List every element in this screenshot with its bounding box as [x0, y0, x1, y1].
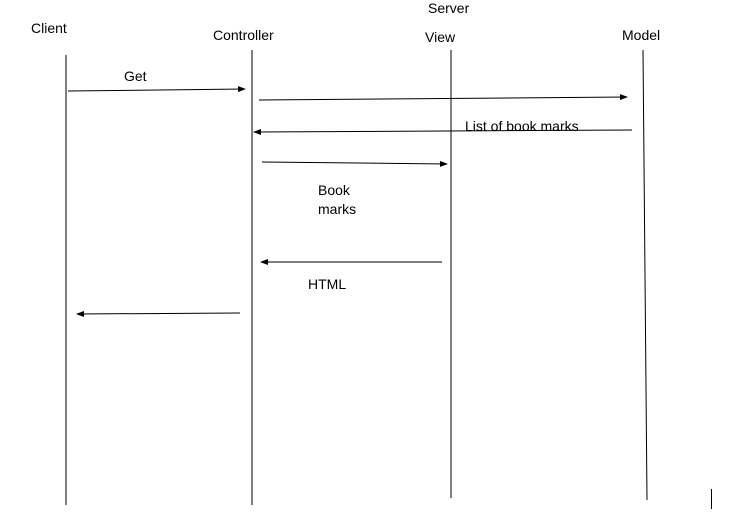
text-cursor — [711, 489, 712, 509]
controller-to-view-arrow — [261, 160, 448, 167]
list-of-bookmarks-label: List of book marks — [465, 118, 579, 134]
book-marks-label-line2: marks — [318, 201, 357, 217]
controller-label: Controller — [213, 27, 274, 43]
html-message-label: HTML — [308, 276, 347, 292]
view-label: View — [425, 29, 456, 45]
model-to-controller-arrow — [253, 128, 633, 135]
get-arrow — [67, 86, 246, 93]
model-lifeline — [642, 49, 648, 501]
client-label: Client — [31, 20, 67, 36]
controller-to-client-arrow — [76, 310, 241, 317]
book-marks-label-line1: Book — [318, 182, 350, 198]
model-label: Model — [622, 27, 661, 43]
controller-to-model-arrow — [258, 94, 628, 101]
server-group-label: Server — [428, 0, 470, 16]
get-message-label: Get — [124, 68, 147, 84]
